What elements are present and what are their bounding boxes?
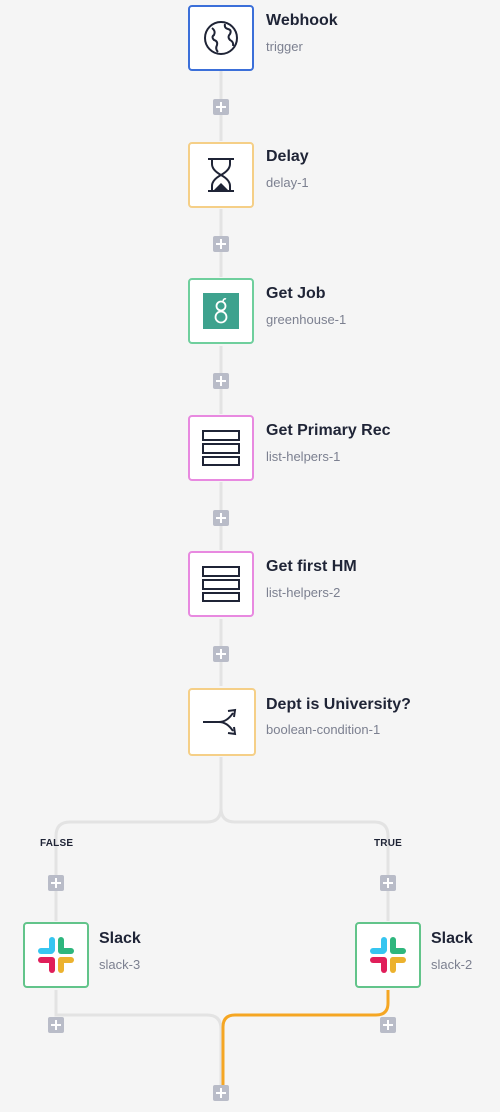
list-helpers-node[interactable] [188, 415, 254, 481]
add-step-button[interactable] [213, 99, 229, 115]
step-title[interactable]: Slack [431, 930, 473, 947]
step-subtitle: trigger [266, 39, 303, 54]
list-helpers-node[interactable] [188, 551, 254, 617]
step-title[interactable]: Get Job [266, 285, 326, 302]
globe-icon [204, 21, 238, 55]
step-subtitle: slack-2 [431, 957, 473, 972]
slack-icon [38, 937, 74, 973]
false-merge-line [54, 990, 223, 1086]
step-subtitle: list-helpers-1 [266, 449, 341, 464]
step-title[interactable]: Get first HM [266, 558, 357, 575]
step-subtitle: greenhouse-1 [266, 312, 347, 327]
branch-icon [203, 708, 237, 736]
boolean-condition-node[interactable] [188, 688, 256, 756]
false-branch-label: FALSE [40, 838, 74, 849]
slack-node[interactable] [355, 922, 421, 988]
false-branch-line [54, 757, 223, 921]
list-helpers-icon [202, 430, 240, 466]
add-step-button[interactable] [48, 1017, 64, 1033]
add-step-button[interactable] [213, 236, 229, 252]
hourglass-icon [208, 158, 234, 192]
true-branch-line [219, 807, 390, 921]
slack-icon [370, 937, 406, 973]
step-title[interactable]: Webhook [266, 12, 338, 29]
add-step-button[interactable] [213, 373, 229, 389]
webhook-node[interactable] [188, 5, 254, 71]
greenhouse-icon [203, 293, 239, 329]
delay-node[interactable] [188, 142, 254, 208]
step-title[interactable]: Dept is University? [266, 696, 411, 713]
add-step-button[interactable] [213, 510, 229, 526]
greenhouse-node[interactable] [188, 278, 254, 344]
step-subtitle: list-helpers-2 [266, 585, 341, 600]
step-subtitle: delay-1 [266, 175, 309, 190]
add-step-button[interactable] [48, 875, 64, 891]
add-step-button[interactable] [380, 1017, 396, 1033]
slack-node[interactable] [23, 922, 89, 988]
step-subtitle: boolean-condition-1 [266, 722, 381, 737]
step-title[interactable]: Slack [99, 930, 141, 947]
step-title[interactable]: Delay [266, 148, 309, 165]
add-step-button[interactable] [213, 646, 229, 662]
list-helpers-icon [202, 566, 240, 602]
active-path-line [221, 990, 390, 1086]
add-step-button[interactable] [213, 1085, 229, 1101]
step-title[interactable]: Get Primary Rec [266, 422, 391, 439]
step-subtitle: slack-3 [99, 957, 141, 972]
true-branch-label: TRUE [374, 838, 403, 849]
add-step-button[interactable] [380, 875, 396, 891]
